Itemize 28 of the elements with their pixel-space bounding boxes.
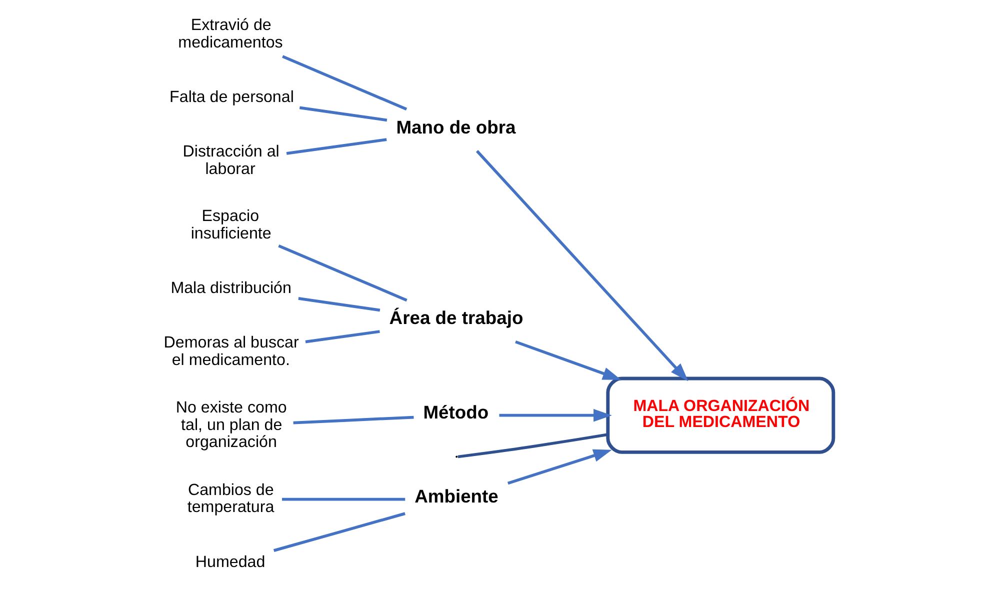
connector xyxy=(298,297,380,312)
node-text: Distracción al laborar xyxy=(182,142,279,178)
node-text: Área de trabajo xyxy=(388,307,523,328)
connector xyxy=(292,416,414,424)
node-text: Cambios de temperatura xyxy=(186,480,274,516)
connector xyxy=(304,330,380,344)
connector xyxy=(286,138,386,155)
connector xyxy=(282,498,405,501)
arrow xyxy=(514,340,621,380)
connector xyxy=(278,244,407,302)
node-text: No existe como tal, un plan de organización xyxy=(175,398,286,452)
node-text: Método xyxy=(422,402,488,423)
connector xyxy=(282,55,407,111)
node-text: Falta de personal xyxy=(169,88,294,106)
connector xyxy=(298,106,387,122)
node-text: Humedad xyxy=(194,552,265,571)
node-box: MALA ORGANIZACIÓN DEL MEDICAMENTO xyxy=(606,376,835,454)
node-text: Espacio insuficiente xyxy=(190,207,271,242)
node-text: Mala distribución xyxy=(170,279,291,298)
connector xyxy=(272,512,405,552)
connector xyxy=(457,433,608,458)
node-text: Extravió de medicamentos xyxy=(178,16,282,52)
arrow xyxy=(498,408,612,422)
node-text: Ambiente xyxy=(414,486,498,507)
node-text: Demoras al buscar el medicamento. xyxy=(163,334,298,369)
arrow xyxy=(506,449,612,485)
node-text: Mano de obra xyxy=(396,116,516,138)
arrow xyxy=(475,150,688,382)
